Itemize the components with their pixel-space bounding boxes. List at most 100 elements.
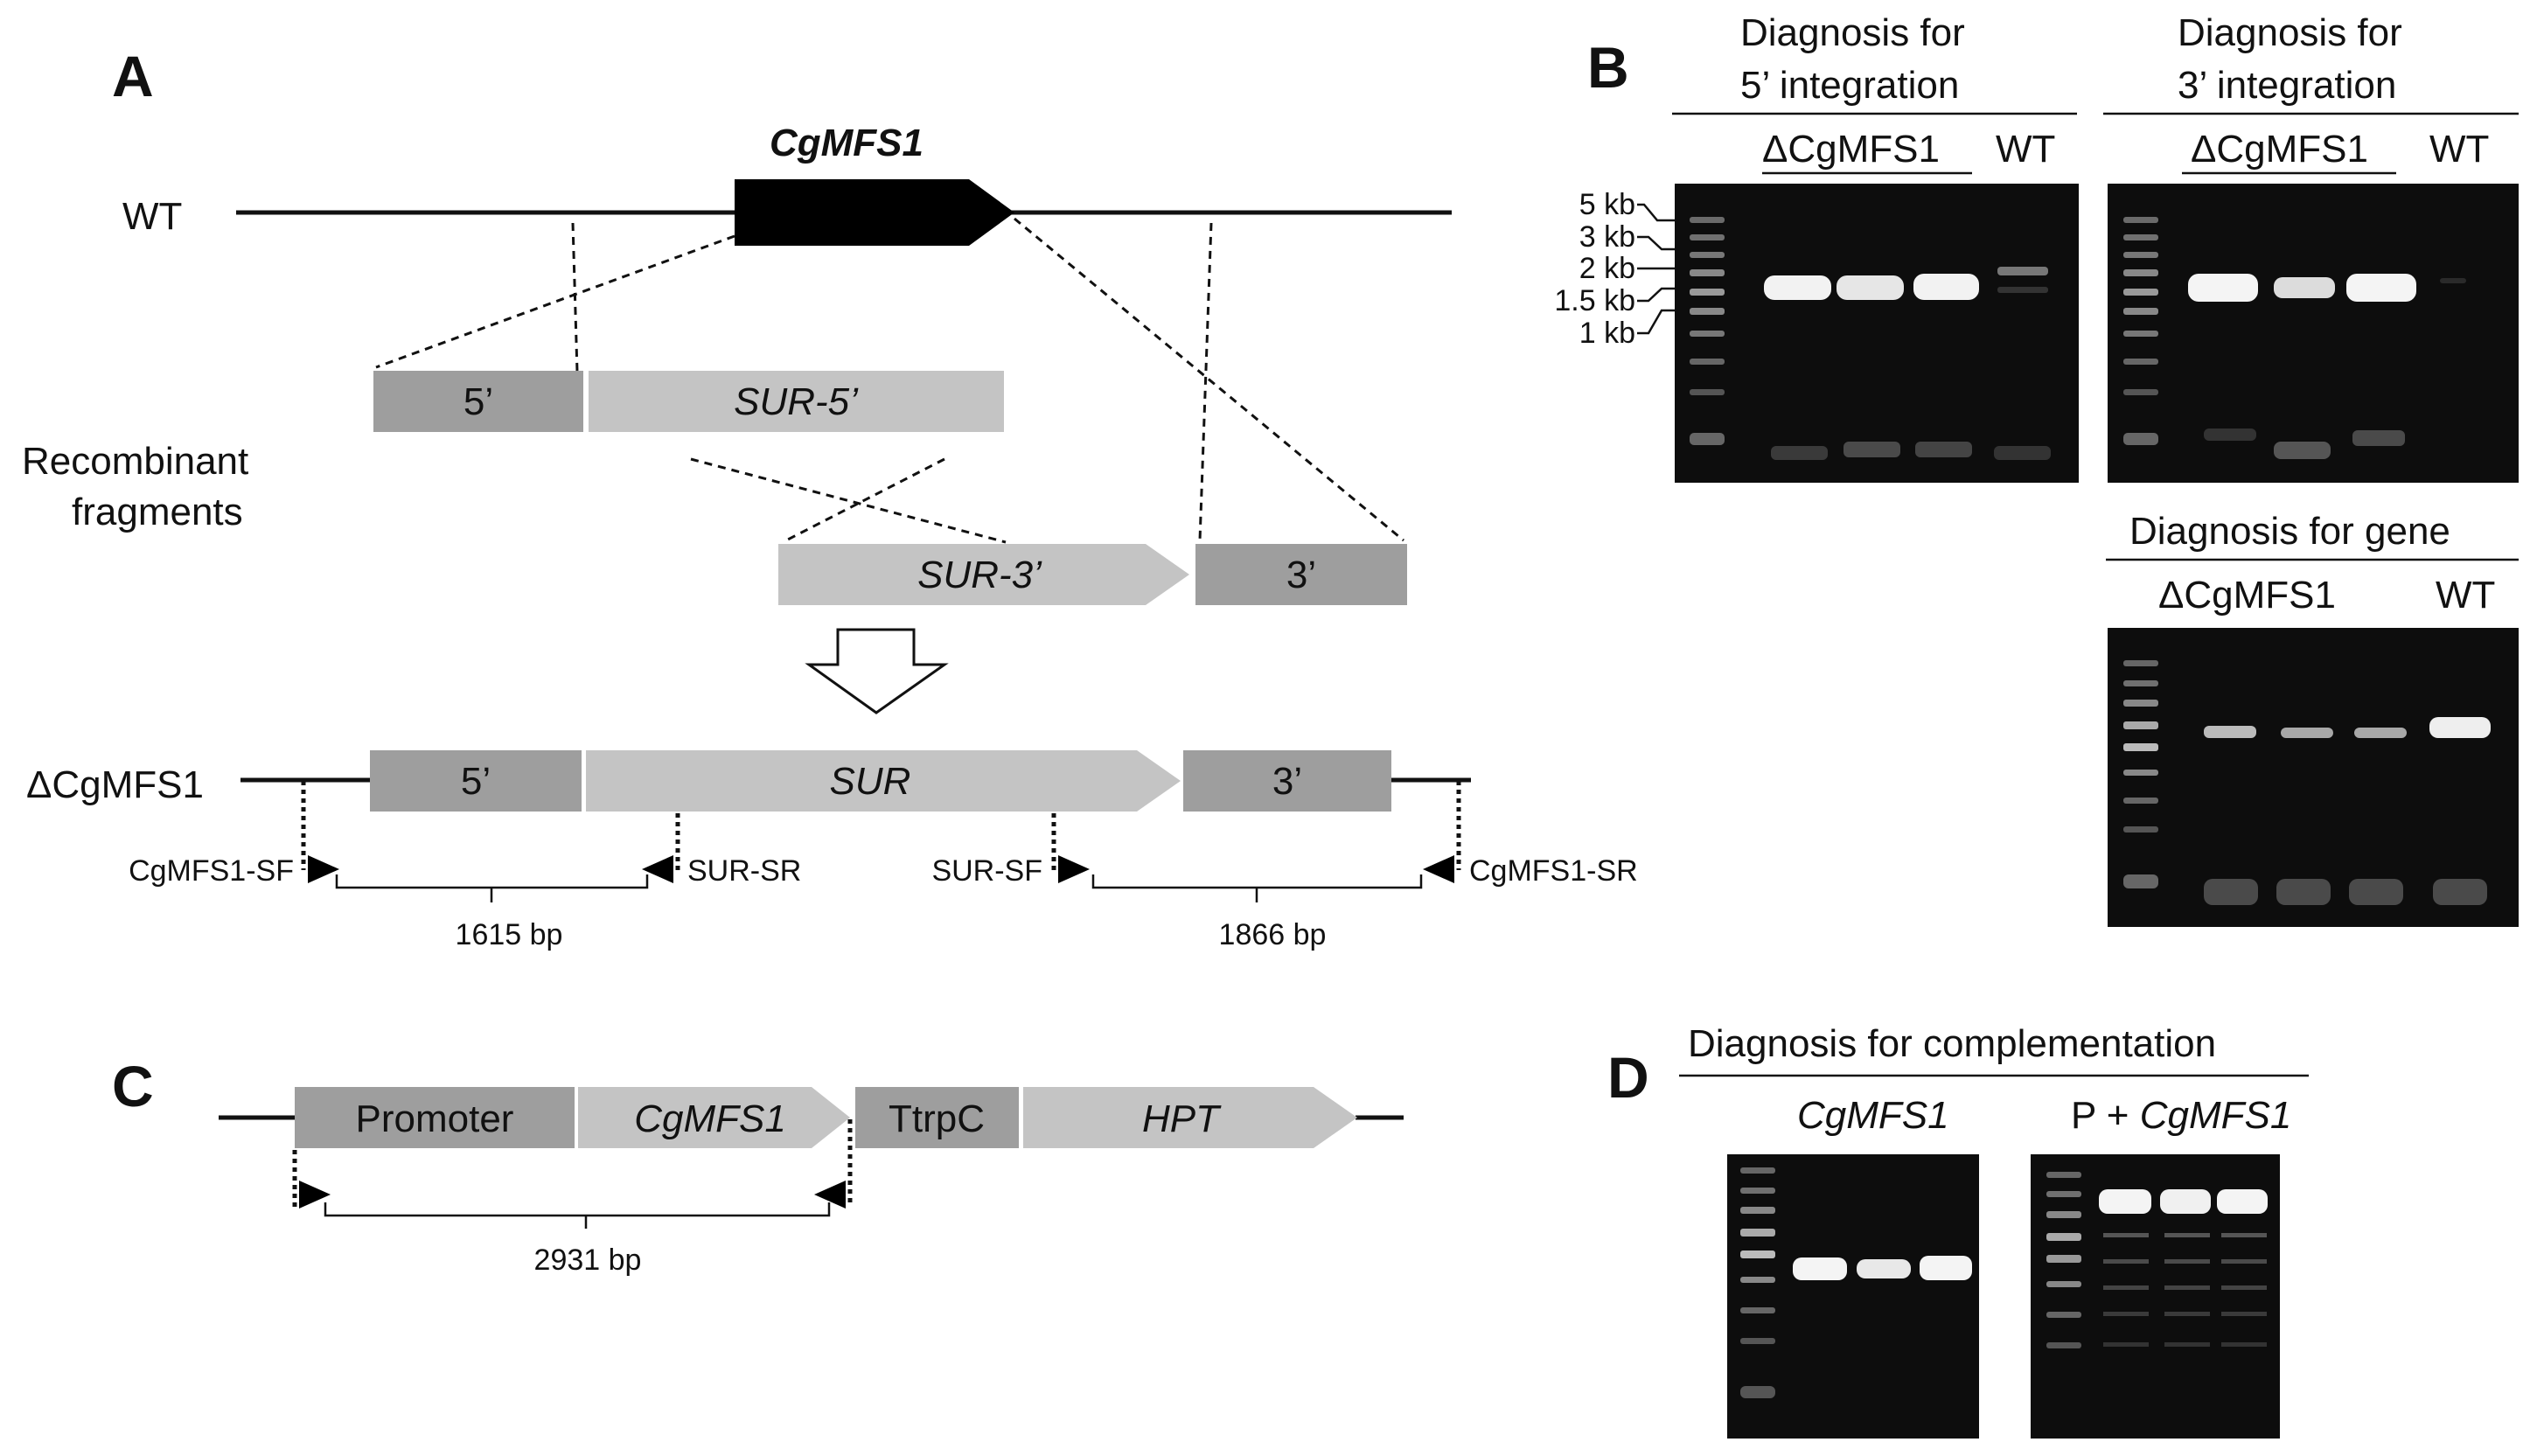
ladder-pointer — [1637, 203, 1675, 222]
gel4-ladder — [1740, 1167, 1775, 1398]
ladder-band — [2123, 700, 2158, 707]
gel1-title-line2: 5’ integration — [1740, 64, 1959, 107]
ladder-band — [1740, 1167, 1775, 1174]
primer-sur-sf-label: SUR-SF — [931, 854, 1042, 888]
gel-3-integration — [2108, 184, 2519, 483]
gel-band — [2274, 442, 2331, 459]
panel-label-b: B — [1587, 35, 1629, 100]
fragment-sur5-box — [589, 371, 1004, 432]
ladder-band — [1690, 331, 1725, 337]
gel-band — [2160, 1189, 2211, 1214]
gel-band — [2281, 728, 2333, 738]
primer-cgmfs1-sf-label: CgMFS1-SF — [129, 854, 294, 888]
gel-band — [2217, 1189, 2268, 1214]
mutant-sur-arrow — [586, 750, 1181, 812]
gel-band — [2204, 428, 2256, 441]
ladder-band — [2123, 234, 2158, 240]
gel-band — [2346, 274, 2416, 302]
ladder-band — [1690, 289, 1725, 296]
panel-label-d: D — [1607, 1045, 1649, 1110]
smear-band — [2164, 1285, 2210, 1290]
fragment-5-box — [373, 371, 583, 432]
panel-c: C Promoter CgMFS1 TtrpC HPT 2931 bp — [112, 1054, 1404, 1277]
gel2-ladder — [2123, 217, 2158, 445]
smear-band — [2221, 1233, 2267, 1237]
smear-band — [2103, 1312, 2149, 1316]
complementation-title: Diagnosis for complementation — [1688, 1022, 2216, 1065]
recombinant-label-line1: Recombinant — [22, 440, 248, 483]
gel3-wt-label: WT — [2436, 574, 2495, 617]
ladder-band — [1740, 1229, 1775, 1237]
fragment-sur3-arrow — [778, 544, 1189, 605]
smear-band — [2164, 1312, 2210, 1316]
amplicon-bracket — [324, 1202, 831, 1229]
ttrpc-box — [855, 1087, 1019, 1148]
ladder-band — [2123, 721, 2158, 729]
primer-forward-icon — [299, 1181, 331, 1209]
hpt-label: HPT — [1142, 1097, 1222, 1140]
gel-band — [1793, 1257, 1847, 1280]
mutant-sur-label: SUR — [830, 760, 911, 803]
ladder-band — [2123, 308, 2158, 315]
gel5-ladder — [2046, 1172, 2081, 1348]
ladder-label-5kb: 5 kb — [1579, 188, 1635, 221]
hpt-arrow — [1023, 1087, 1357, 1148]
crossover-line — [1014, 217, 1404, 542]
ladder-band — [2123, 217, 2158, 223]
primer-cgmfs1-sr-label: CgMFS1-SR — [1469, 854, 1638, 888]
ladder-band — [1740, 1307, 1775, 1313]
ladder-band — [1690, 433, 1725, 445]
crossover-line — [571, 222, 579, 373]
gel1-wt-label: WT — [1996, 128, 2055, 171]
ladder-band — [1740, 1188, 1775, 1194]
ladder-band — [2123, 798, 2158, 804]
mutant-label: ΔCgMFS1 — [26, 763, 204, 806]
gel-band — [1764, 275, 1831, 300]
gel5-label-prefix: P + — [2071, 1094, 2140, 1137]
panel-d: D Diagnosis for complementation CgMFS1 P… — [1607, 1022, 2309, 1439]
ladder-band — [1690, 359, 1725, 365]
ladder-band — [2123, 433, 2158, 445]
gel-band — [2204, 879, 2258, 905]
gel-band — [2429, 717, 2491, 738]
sur-overlap-line — [690, 457, 1007, 544]
ladder-band — [2123, 269, 2158, 276]
gel-gene — [2108, 628, 2519, 927]
ladder-band — [2123, 389, 2158, 395]
mutant-5-label: 5’ — [461, 760, 491, 803]
smear-band — [2221, 1312, 2267, 1316]
fragment-sur3-label: SUR-3’ — [917, 554, 1042, 596]
gel5-smear — [2103, 1233, 2267, 1347]
promoter-label: Promoter — [356, 1097, 514, 1140]
gel-band — [2276, 879, 2331, 905]
primer-cgmfs1-sr-icon — [1423, 855, 1454, 883]
ladder-band — [1740, 1250, 1775, 1258]
ladder-band — [2123, 874, 2158, 888]
gel-band — [1771, 446, 1828, 460]
smear-band — [2103, 1233, 2149, 1237]
gel-band — [2188, 274, 2258, 302]
smear-band — [2221, 1285, 2267, 1290]
ladder-band — [2123, 359, 2158, 365]
amplicon-size-left: 1615 bp — [456, 918, 563, 951]
mutant-5-box — [370, 750, 582, 812]
gel-band — [2440, 278, 2466, 283]
gel-band — [1997, 267, 2048, 275]
ladder-label-3kb: 3 kb — [1579, 220, 1635, 254]
gel-band — [2354, 728, 2407, 738]
gel-band — [2204, 726, 2256, 738]
gel-band — [2352, 430, 2405, 446]
result-arrow-icon — [805, 628, 949, 714]
smear-band — [2164, 1233, 2210, 1237]
smear-band — [2221, 1342, 2267, 1347]
ladder-band — [2123, 289, 2158, 296]
gel-band — [1857, 1259, 1911, 1278]
ladder-label-2kb: 2 kb — [1579, 252, 1635, 285]
panel-b: B Diagnosis for 5’ integration ΔCgMFS1 W… — [1554, 11, 2519, 927]
ladder-band — [2046, 1191, 2081, 1197]
fragment-3-box — [1195, 544, 1407, 605]
crossover-line — [375, 234, 735, 369]
ladder-band — [2046, 1342, 2081, 1348]
ladder-pointer — [1637, 287, 1675, 303]
